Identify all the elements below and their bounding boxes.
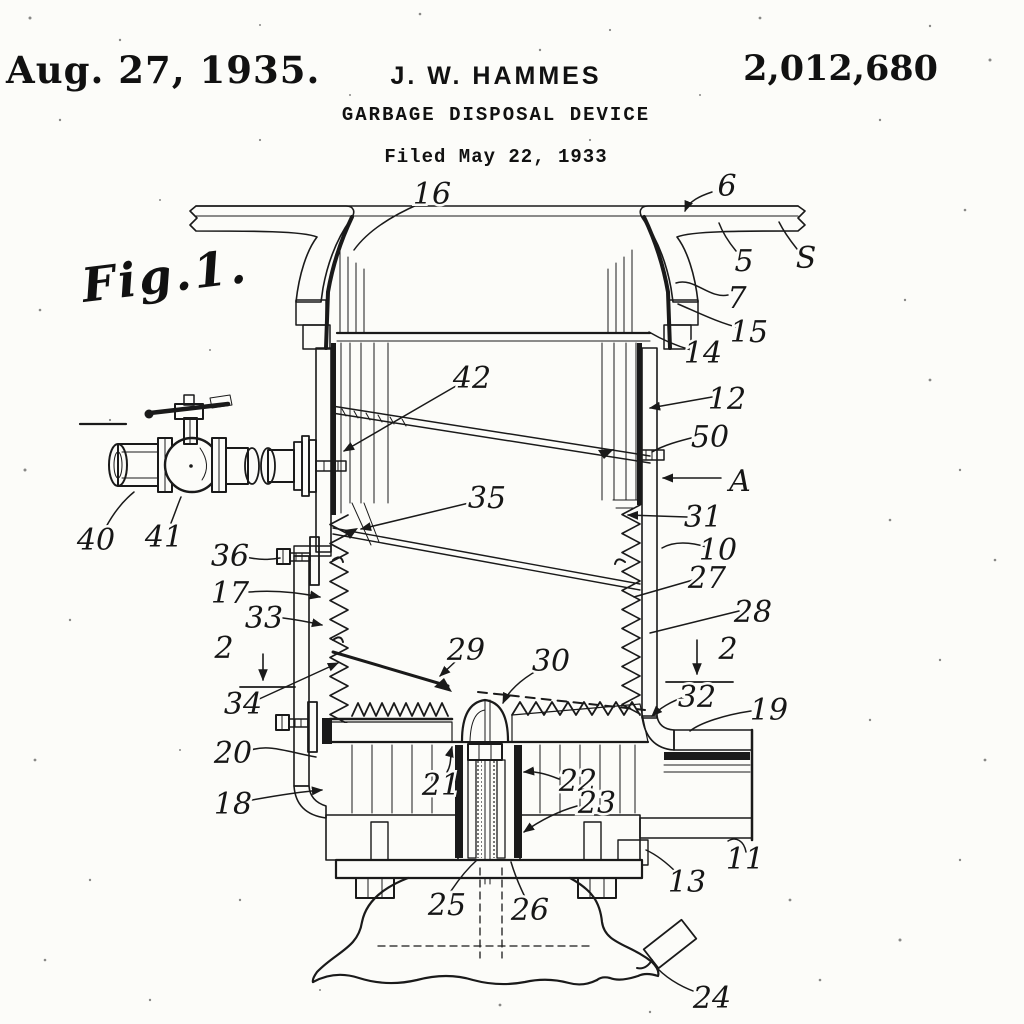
ref-label-50: 50 bbox=[691, 420, 729, 455]
ref-label-14: 14 bbox=[684, 336, 722, 371]
ref-label-2-left: 2 bbox=[213, 631, 233, 666]
ref-label-35: 35 bbox=[468, 481, 506, 516]
ref-label-33: 33 bbox=[245, 601, 283, 636]
scan-specks bbox=[23, 12, 997, 1014]
motor-housing bbox=[311, 867, 698, 986]
ref-label-2-right: 2 bbox=[717, 632, 737, 667]
ref-label-16: 16 bbox=[413, 177, 451, 212]
ref-label-25: 25 bbox=[427, 888, 466, 923]
ref-label-23: 23 bbox=[577, 786, 616, 821]
ref-label-22: 22 bbox=[558, 764, 597, 799]
patent-number: 2,012,680 bbox=[743, 48, 938, 89]
ref-label-S: S bbox=[796, 241, 817, 276]
ref-label-17: 17 bbox=[211, 576, 250, 611]
ref-label-27: 27 bbox=[687, 561, 727, 596]
ref-label-A: A bbox=[726, 464, 751, 499]
ref-label-34: 34 bbox=[224, 687, 262, 722]
ref-label-42: 42 bbox=[452, 361, 491, 396]
ref-label-11: 11 bbox=[726, 842, 764, 877]
ref-label-36: 36 bbox=[211, 539, 249, 574]
inventor-name: J. W. HAMMES bbox=[390, 62, 602, 90]
ref-label-21: 21 bbox=[421, 768, 460, 803]
ref-label-15: 15 bbox=[730, 315, 768, 350]
ref-label-6: 6 bbox=[717, 169, 736, 204]
flush-valve bbox=[78, 394, 347, 497]
ref-label-10: 10 bbox=[699, 533, 737, 568]
reference-numerals: 16 6 5 S 7 15 14 12 42 50 A 35 31 10 27 … bbox=[73, 167, 818, 1019]
patent-title: GARBAGE DISPOSAL DEVICE bbox=[341, 104, 651, 126]
ref-label-40: 40 bbox=[76, 523, 115, 558]
base-casting bbox=[325, 814, 644, 899]
patent-date: Aug. 27, 1935. bbox=[6, 48, 321, 92]
sink-deck bbox=[189, 205, 806, 350]
ref-label-32: 32 bbox=[678, 680, 716, 715]
ref-label-30: 30 bbox=[532, 644, 570, 679]
ref-label-20: 20 bbox=[213, 736, 252, 771]
ref-label-31: 31 bbox=[684, 500, 722, 535]
figure-caption: Fig.1. bbox=[77, 239, 252, 314]
ref-label-13: 13 bbox=[668, 865, 706, 900]
ref-label-26: 26 bbox=[510, 893, 549, 928]
clamp-bolts bbox=[275, 536, 320, 753]
ref-label-5: 5 bbox=[734, 244, 753, 279]
ref-label-18: 18 bbox=[214, 787, 252, 822]
ref-label-24: 24 bbox=[692, 981, 731, 1016]
ref-label-19: 19 bbox=[750, 693, 788, 728]
ref-label-28: 28 bbox=[733, 595, 772, 630]
ref-label-41: 41 bbox=[144, 520, 183, 555]
ref-label-29: 29 bbox=[446, 633, 485, 668]
section-line-markers bbox=[239, 639, 734, 688]
leader-lines bbox=[105, 191, 798, 994]
filed-date: Filed May 22, 1933 bbox=[384, 146, 608, 168]
ref-label-7: 7 bbox=[727, 281, 747, 316]
shredder-bars bbox=[331, 405, 665, 711]
ref-label-12: 12 bbox=[708, 382, 746, 417]
drive-shaft-assembly bbox=[467, 699, 506, 885]
